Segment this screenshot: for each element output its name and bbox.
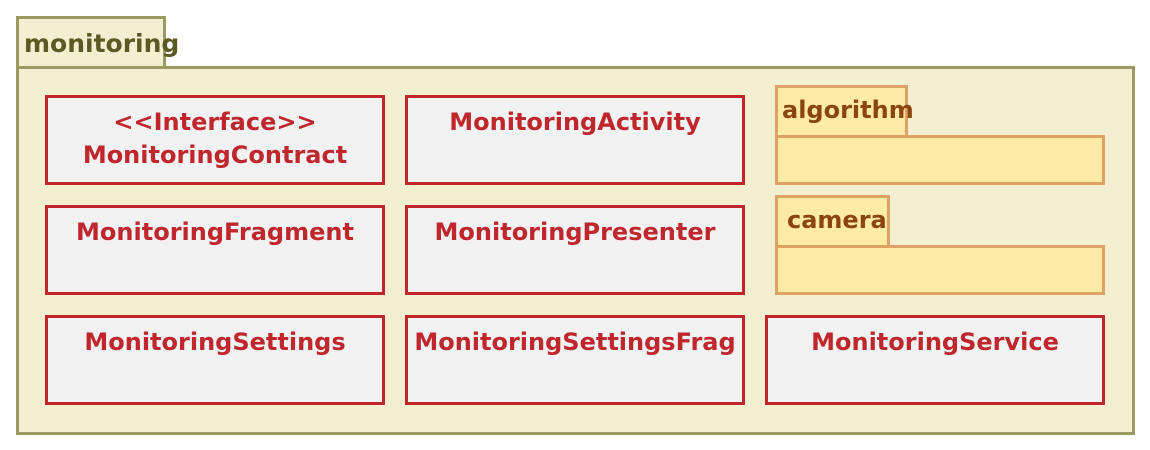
subpackage-name: algorithm <box>782 96 914 124</box>
class-monitoring-activity: MonitoringActivity <box>405 95 745 185</box>
class-monitoring-service: MonitoringService <box>765 315 1105 405</box>
package-tab-monitoring: monitoring <box>16 16 179 68</box>
class-monitoring-settings: MonitoringSettings <box>45 315 385 405</box>
class-name: MonitoringService <box>811 328 1059 356</box>
subpackage-camera <box>775 245 1105 295</box>
class-monitoring-fragment: MonitoringFragment <box>45 205 385 295</box>
subpackage-tab-camera: camera <box>775 195 890 247</box>
class-name: MonitoringSettingsFrag <box>414 328 736 356</box>
class-name: MonitoringContract <box>82 141 348 169</box>
subpackage-algorithm <box>775 135 1105 185</box>
subpackage-name: camera <box>787 206 887 234</box>
class-name: MonitoringPresenter <box>434 218 716 246</box>
package-name: monitoring <box>24 29 180 58</box>
class-monitoring-contract: <<Interface>> MonitoringContract <box>45 95 385 185</box>
class-stereotype: <<Interface>> <box>113 108 317 136</box>
class-name: MonitoringFragment <box>76 218 354 246</box>
class-name: MonitoringSettings <box>84 328 346 356</box>
class-name: MonitoringActivity <box>449 108 701 136</box>
subpackage-tab-algorithm: algorithm <box>775 85 914 137</box>
class-monitoring-settings-frag: MonitoringSettingsFrag <box>405 315 745 405</box>
class-monitoring-presenter: MonitoringPresenter <box>405 205 745 295</box>
